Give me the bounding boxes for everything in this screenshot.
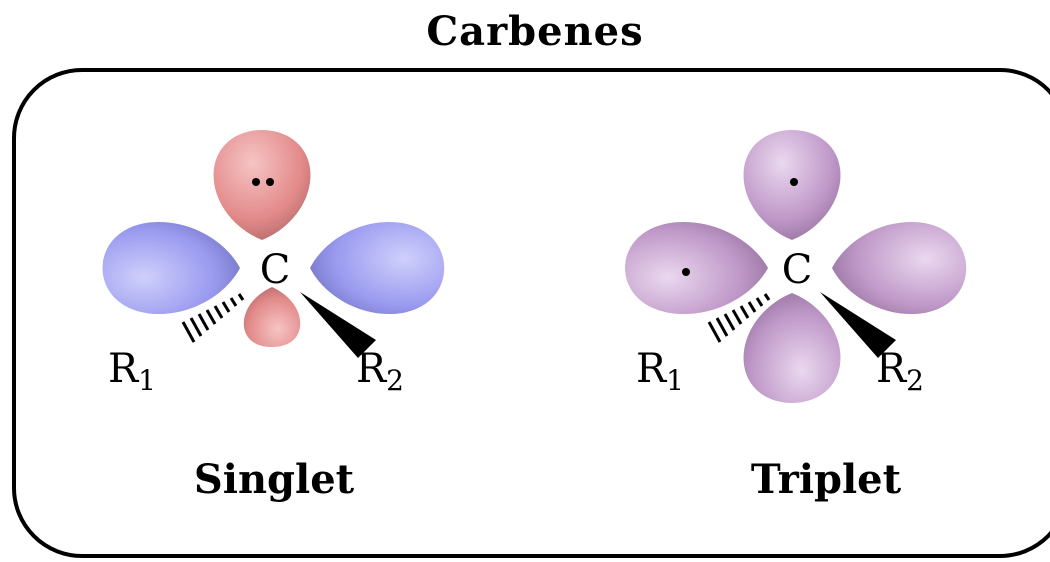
triplet-carbene: C R1 R2 Triplet [625, 130, 967, 503]
singlet-electron-2 [266, 178, 274, 186]
diagram-title: Carbenes [426, 8, 644, 55]
singlet-top-lobe [213, 130, 311, 240]
singlet-wedge-bond [300, 292, 376, 358]
singlet-r2-label: R2 [356, 346, 404, 397]
diagram-frame [12, 68, 1050, 558]
singlet-left-lobe [102, 221, 240, 315]
singlet-r1-label: R1 [108, 346, 156, 397]
triplet-left-lobe [625, 221, 768, 315]
triplet-electron-top [790, 178, 798, 186]
singlet-label: Singlet [194, 456, 355, 503]
triplet-hashed-bond [707, 293, 771, 343]
triplet-electron-left [682, 268, 690, 276]
singlet-center-atom: C [260, 247, 291, 293]
singlet-right-lobe [310, 221, 445, 315]
triplet-wedge-bond [820, 292, 896, 358]
triplet-center-atom: C [782, 247, 813, 293]
singlet-electron-1 [252, 178, 260, 186]
singlet-carbene: C R1 R2 Singlet [102, 130, 445, 503]
triplet-label: Triplet [751, 456, 902, 503]
triplet-r2-label: R2 [876, 346, 924, 397]
triplet-r1-label: R1 [636, 346, 684, 397]
triplet-right-lobe [832, 221, 967, 315]
triplet-bottom-lobe [743, 293, 841, 403]
singlet-hashed-bond [181, 293, 245, 343]
singlet-bottom-lobe [243, 287, 301, 347]
